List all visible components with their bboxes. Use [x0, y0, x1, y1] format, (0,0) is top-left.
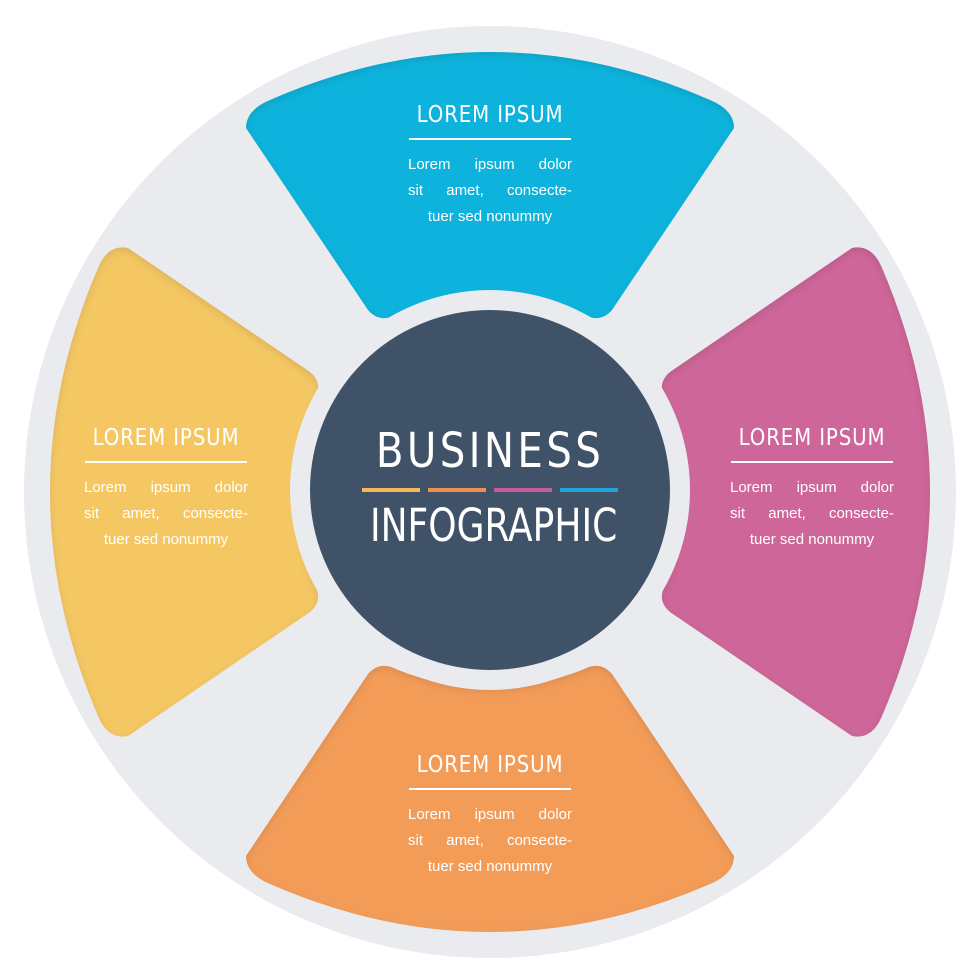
segment-left-divider — [85, 461, 247, 463]
segment-top-divider — [409, 138, 571, 140]
segment-left-body-line: sit amet, consecte- — [84, 505, 248, 522]
segment-left-body: Lorem ipsum dolor sit amet, consecte- tu… — [84, 475, 248, 553]
segment-right-body-line: sit amet, consecte- — [730, 505, 894, 522]
center-disc — [310, 310, 670, 670]
segment-bottom-title: LOREM IPSUM — [416, 752, 564, 778]
segment-left-body-line: Lorem ipsum dolor — [84, 479, 248, 496]
segment-left-text: LOREM IPSUM Lorem ipsum dolor sit amet, … — [76, 423, 256, 553]
segment-right-body-line: tuer sed nonummy — [749, 531, 875, 548]
segment-bottom-body-line: sit amet, consecte- — [408, 832, 572, 849]
segment-left-shape — [50, 247, 319, 737]
segment-top-shape — [246, 52, 734, 319]
segment-bottom-divider — [409, 788, 571, 790]
segment-right-body: Lorem ipsum dolor sit amet, consecte- tu… — [730, 475, 894, 553]
segment-top-body-line: Lorem ipsum dolor — [408, 156, 572, 173]
center-title-line1: BUSINESS — [375, 423, 605, 479]
segment-top-text: LOREM IPSUM Lorem ipsum dolor sit amet, … — [400, 100, 580, 230]
accent-bar-2 — [428, 488, 486, 492]
center-title-line2: INFOGRAPHIC — [370, 499, 618, 552]
segment-left-title: LOREM IPSUM — [92, 425, 240, 451]
accent-bar-4 — [560, 488, 618, 492]
segment-top-body-line: tuer sed nonummy — [427, 208, 553, 225]
segment-top-title: LOREM IPSUM — [416, 102, 564, 128]
segment-right-shape — [661, 247, 930, 737]
segment-left-body-line: tuer sed nonummy — [103, 531, 229, 548]
segment-top-body-line: sit amet, consecte- — [408, 182, 572, 199]
segment-top-body: Lorem ipsum dolor sit amet, consecte- tu… — [408, 152, 572, 230]
segment-bottom-body: Lorem ipsum dolor sit amet, consecte- tu… — [408, 802, 572, 880]
segment-right-text: LOREM IPSUM Lorem ipsum dolor sit amet, … — [722, 423, 902, 553]
segment-right-title: LOREM IPSUM — [738, 425, 886, 451]
segment-right-divider — [731, 461, 893, 463]
accent-bar-3 — [494, 488, 552, 492]
segment-bottom-shape — [246, 665, 734, 932]
segment-right-body-line: Lorem ipsum dolor — [730, 479, 894, 496]
segment-bottom-text: LOREM IPSUM Lorem ipsum dolor sit amet, … — [400, 750, 580, 880]
accent-bar-1 — [362, 488, 420, 492]
segment-bottom-body-line: tuer sed nonummy — [427, 858, 553, 875]
segment-bottom-body-line: Lorem ipsum dolor — [408, 806, 572, 823]
